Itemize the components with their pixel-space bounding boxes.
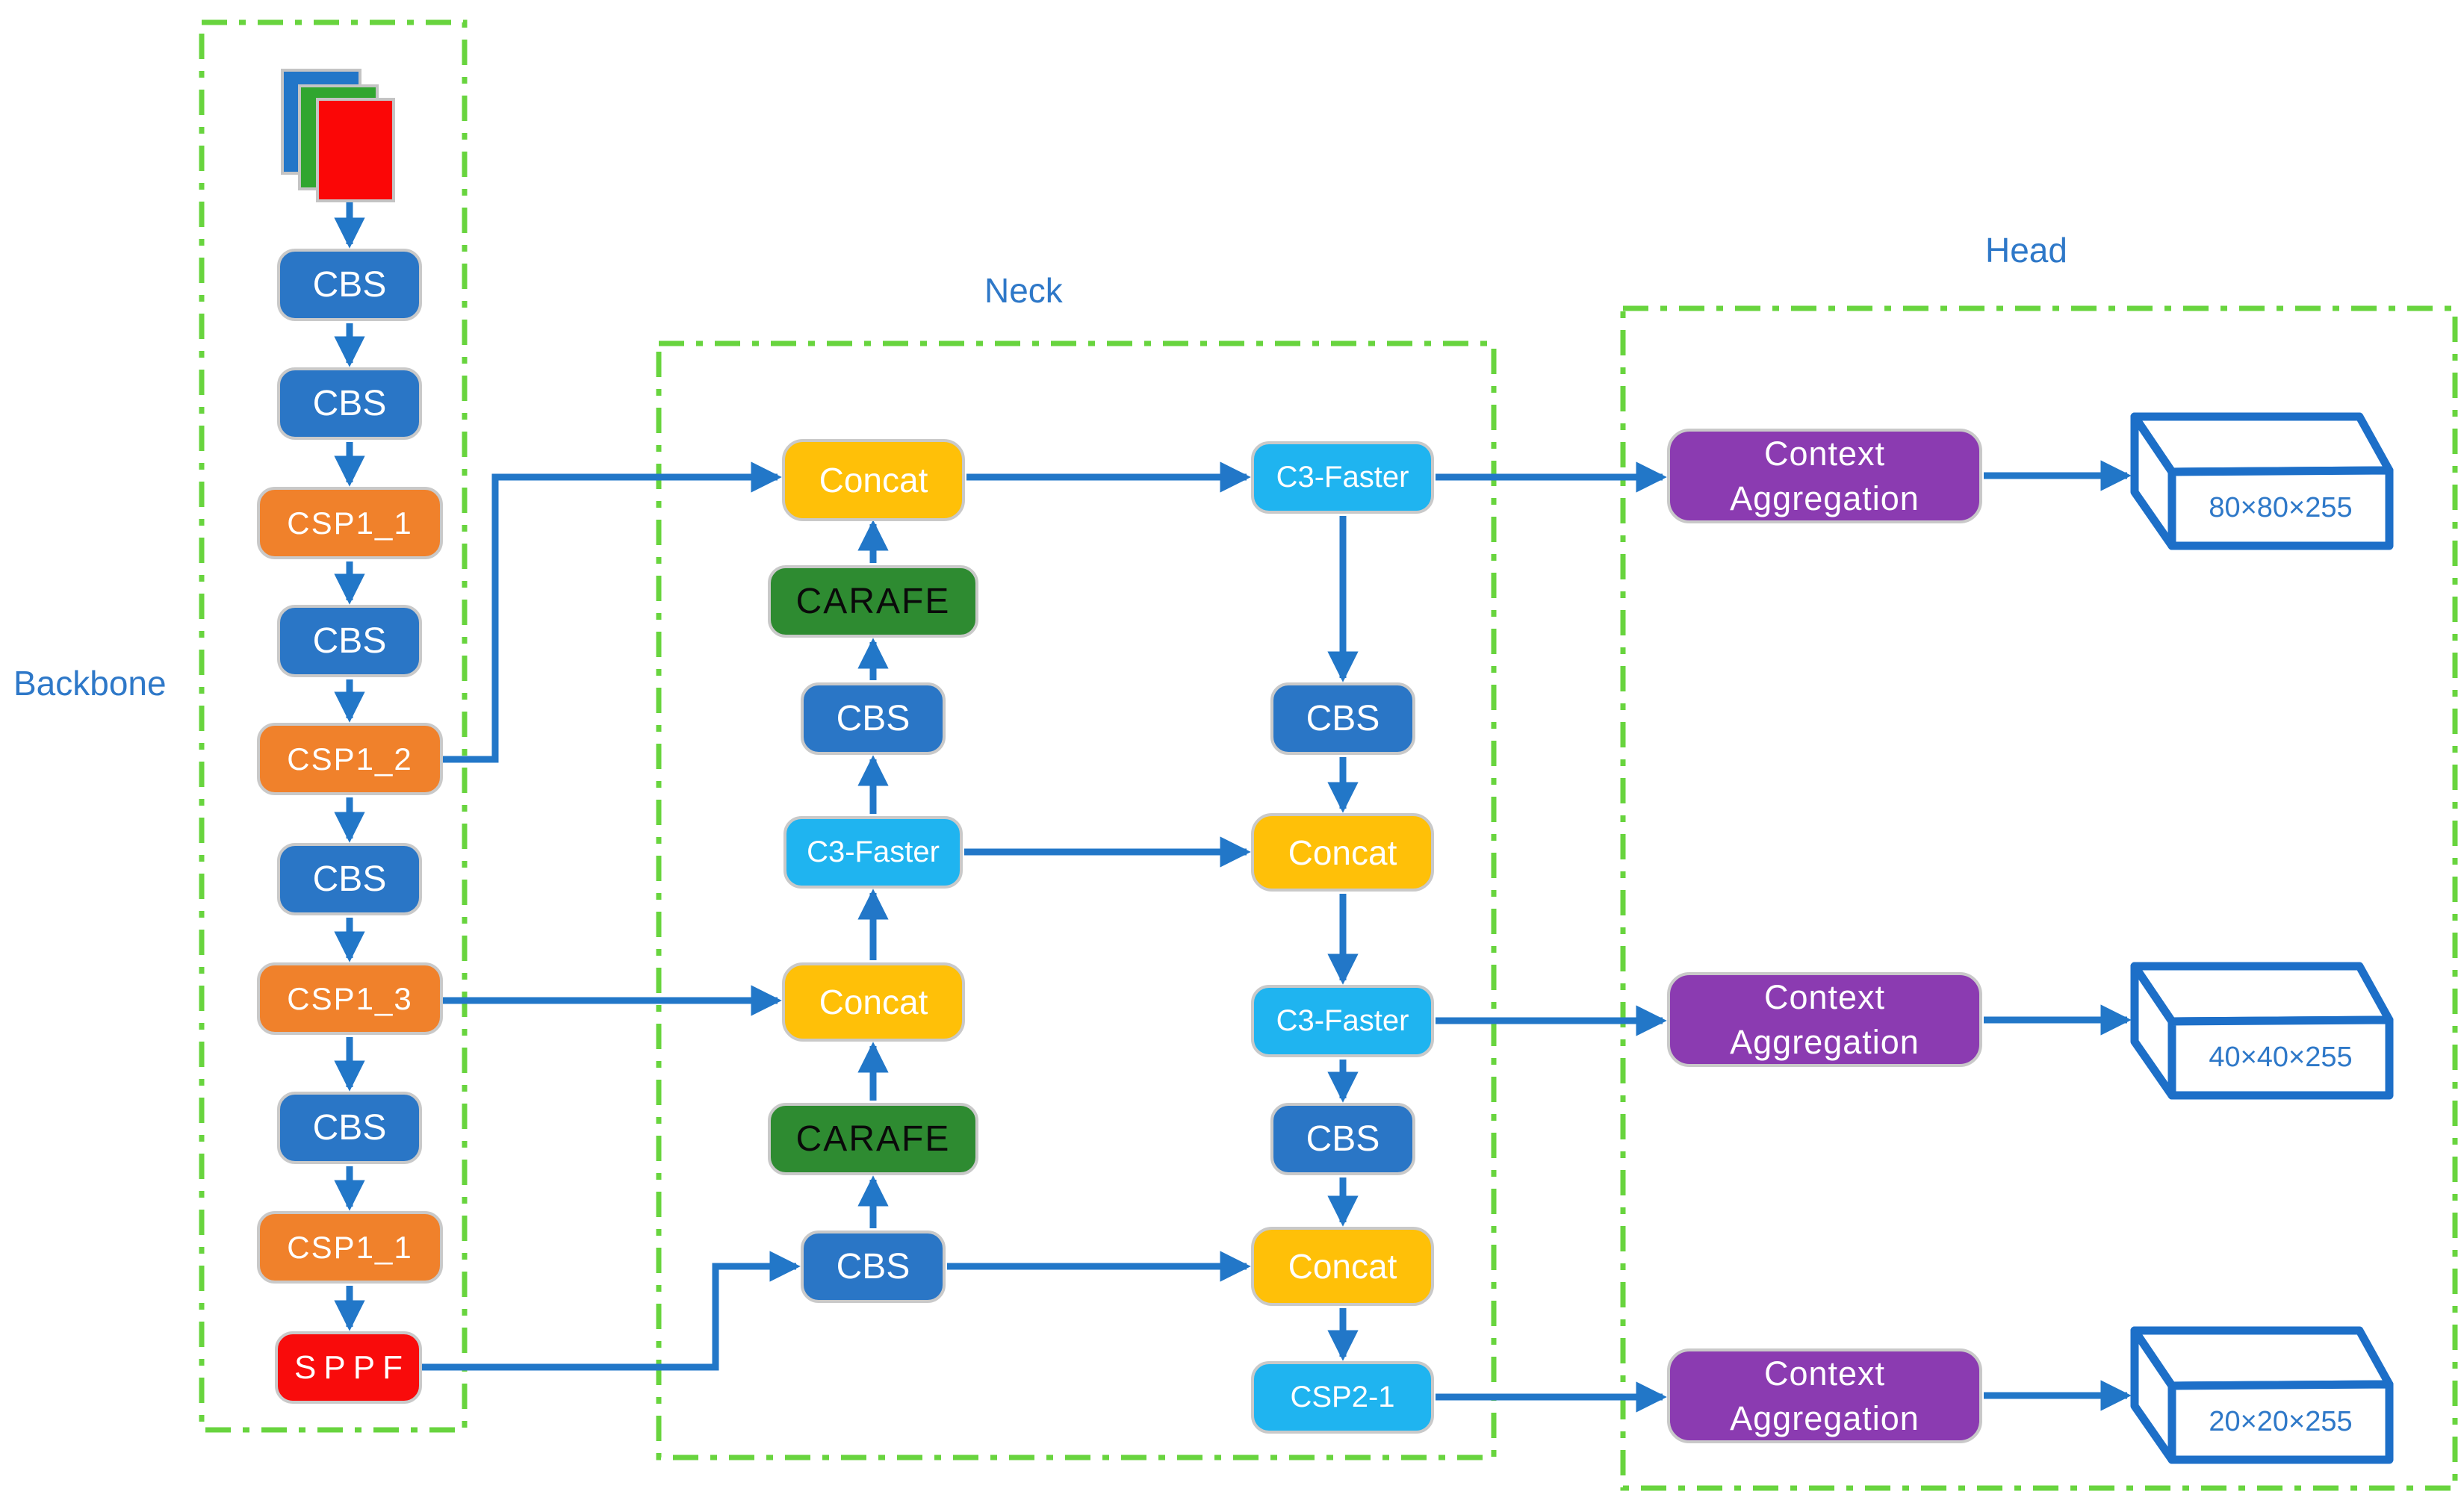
- block-sppf: SPPF: [275, 1331, 422, 1404]
- backbone-label: Backbone: [13, 664, 167, 703]
- block-cbs: CBS: [1270, 682, 1415, 755]
- link-csp1_2-concat1: [443, 461, 782, 763]
- block-csp1_2: CSP1_2: [257, 723, 443, 795]
- neck-boundary: [656, 340, 1497, 1460]
- block-carafe: CARAFE: [768, 565, 978, 638]
- backbone-boundary: [199, 19, 468, 1433]
- block-csp1_1: CSP1_1: [257, 1211, 443, 1284]
- cross-links: [422, 460, 2132, 1413]
- output-tensor-box-20: [2130, 1326, 2394, 1464]
- block-c3-faster: C3-Faster: [1251, 985, 1434, 1057]
- neck-label: Neck: [984, 271, 1063, 310]
- output-tensor-box-40: [2130, 962, 2394, 1100]
- block-concat: Concat: [1251, 813, 1434, 892]
- block-concat: Concat: [782, 439, 965, 521]
- block-csp2-1: CSP2-1: [1251, 1361, 1434, 1434]
- block-c3-faster: C3-Faster: [1251, 441, 1434, 514]
- block-cbs: CBS: [277, 1092, 422, 1164]
- output-size-20: 20×20×255: [2209, 1406, 2353, 1437]
- tensor-front-face: [2167, 1015, 2394, 1100]
- block-cbs: CBS: [801, 682, 946, 755]
- tensor-front-face: [2167, 1380, 2394, 1464]
- block-csp1_3: CSP1_3: [257, 962, 443, 1035]
- block-cbs: CBS: [1270, 1103, 1415, 1175]
- block-carafe: CARAFE: [768, 1103, 978, 1175]
- block-cbs: CBS: [277, 249, 422, 321]
- block-context-aggregation: Context Aggregation: [1667, 1348, 1982, 1443]
- block-context-aggregation: Context Aggregation: [1667, 429, 1982, 523]
- tensor-front-face: [2167, 466, 2394, 550]
- block-context-aggregation: Context Aggregation: [1667, 972, 1982, 1067]
- block-concat: Concat: [782, 962, 965, 1042]
- block-cbs: CBS: [277, 843, 422, 915]
- link-sppf-cbs: [422, 1251, 801, 1371]
- tensor-top-face: [2130, 1326, 2394, 1390]
- block-cbs: CBS: [277, 367, 422, 440]
- block-concat: Concat: [1251, 1227, 1434, 1306]
- block-cbs: CBS: [801, 1231, 946, 1303]
- output-tensor-box-80: [2130, 412, 2394, 550]
- output-size-80: 80×80×255: [2209, 492, 2353, 523]
- head-label: Head: [1985, 231, 2067, 270]
- output-size-40: 40×40×255: [2209, 1042, 2353, 1073]
- tensor-top-face: [2130, 412, 2394, 476]
- head-boundary: [1620, 305, 2458, 1491]
- image-channel-red: [316, 98, 395, 202]
- block-csp1_1: CSP1_1: [257, 487, 443, 559]
- block-cbs: CBS: [277, 605, 422, 677]
- block-c3-faster: C3-Faster: [783, 816, 963, 889]
- tensor-top-face: [2130, 962, 2394, 1026]
